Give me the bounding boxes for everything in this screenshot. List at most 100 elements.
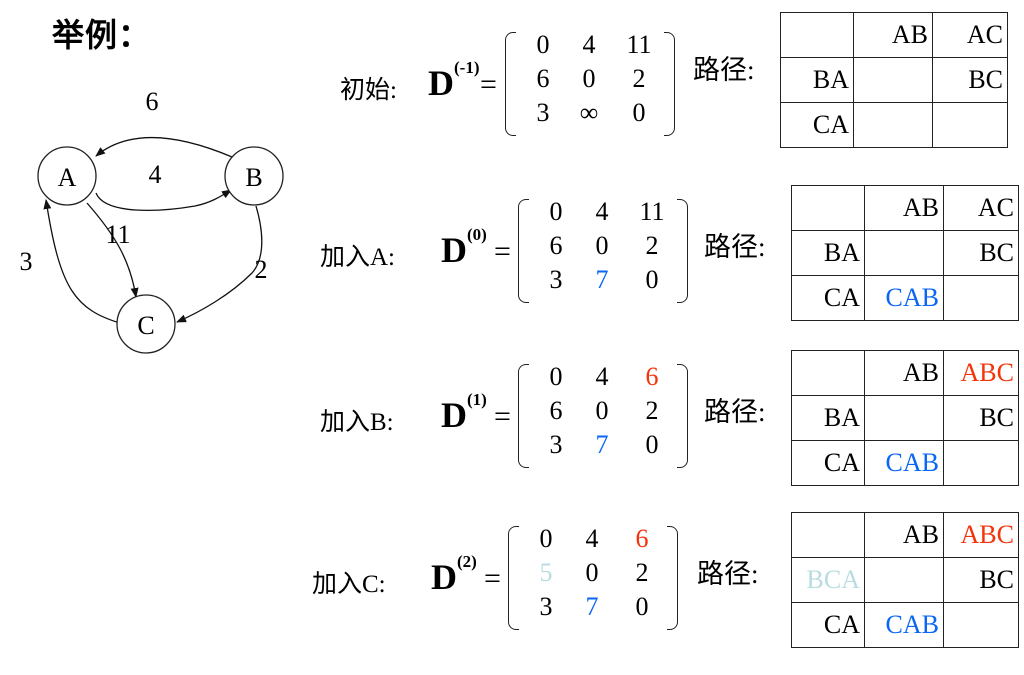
- path-cell-1-2: BC: [943, 557, 1019, 603]
- path-cell-2-1: CAB: [864, 602, 944, 648]
- weighted-digraph: A B C 6 4 11 3 2: [20, 87, 284, 354]
- node-label: A: [58, 163, 77, 192]
- path-cell-2-1: [853, 102, 933, 148]
- path-cell-0-1: AB: [864, 185, 944, 231]
- path-cell-1-0: BA: [791, 395, 865, 441]
- path-cell-2-0: CA: [791, 440, 865, 486]
- matrix-cell-2-1: 7: [595, 265, 609, 294]
- path-cell-1-0: BA: [780, 57, 854, 103]
- matrix-cell-2-1: ∞: [579, 98, 599, 127]
- path-cell-0-2: AC: [943, 185, 1019, 231]
- equals-sign: =: [480, 68, 497, 101]
- matrix-cell-1-1: 0: [595, 396, 609, 425]
- path-cell-2-2: [932, 102, 1008, 148]
- matrix-cell-0-2: 11: [639, 197, 665, 226]
- path-cell-1-1: [864, 230, 944, 276]
- step-label: 加入B:: [320, 409, 394, 436]
- matrix-superscript: (1): [467, 390, 487, 409]
- path-cell-0-0: [780, 12, 854, 58]
- matrix-cell-0-0: 0: [539, 524, 553, 553]
- matrix-cell-1-0: 6: [549, 231, 563, 260]
- matrix-cell-1-0: 6: [549, 396, 563, 425]
- path-table-row: CA: [780, 102, 1008, 148]
- path-cell-2-0: CA: [791, 602, 865, 648]
- step-label: 初始:: [340, 77, 397, 104]
- edge-weight-A-C: 11: [105, 220, 130, 249]
- path-cell-0-1: AB: [864, 512, 944, 558]
- path-cell-1-0: BA: [791, 230, 865, 276]
- path-label: 路径:: [704, 232, 766, 262]
- edge-A-C: [86, 202, 139, 298]
- left-bracket: [505, 32, 516, 136]
- matrix-cell-0-2: 11: [626, 30, 652, 59]
- edge-weight-C-A: 3: [20, 247, 33, 276]
- matrix-cell-1-1: 0: [595, 231, 609, 260]
- matrix-cell-0-0: 0: [549, 362, 563, 391]
- edge-weight-B-A: 6: [146, 87, 159, 116]
- matrix-cell-1-2: 2: [632, 64, 646, 93]
- step-label: 加入C:: [312, 571, 386, 598]
- matrix-symbol: D: [431, 557, 457, 597]
- matrix-symbol: D: [441, 395, 467, 435]
- node-B: B: [224, 146, 284, 206]
- matrix-cell-1-2: 2: [645, 231, 659, 260]
- path-table-row: BA BC: [791, 230, 1019, 276]
- matrix-cell-0-1: 4: [582, 30, 596, 59]
- path-cell-0-2: ABC: [943, 350, 1019, 396]
- matrix-superscript: (0): [467, 225, 487, 244]
- matrix-cell-2-0: 3: [549, 430, 563, 459]
- matrix-cell-2-2: 0: [645, 265, 659, 294]
- matrix-cell-1-2: 2: [635, 558, 649, 587]
- path-cell-2-2: [943, 602, 1019, 648]
- left-bracket: [518, 364, 529, 468]
- matrix-cell-1-1: 0: [585, 558, 599, 587]
- step-label: 加入A:: [320, 244, 396, 271]
- edge-B-C: [176, 205, 263, 323]
- node-A: A: [37, 146, 97, 206]
- edge-A-B: [95, 189, 232, 211]
- right-bracket: [667, 526, 678, 630]
- path-cell-1-2: BC: [943, 230, 1019, 276]
- path-cell-2-2: [943, 440, 1019, 486]
- distance-matrix-symbol: D(0): [441, 225, 487, 271]
- node-label: B: [245, 163, 262, 192]
- matrix-cell-1-0: 6: [536, 64, 550, 93]
- path-cell-1-0: BCA: [791, 557, 865, 603]
- node-label: C: [137, 311, 154, 340]
- edge-C-A: [43, 199, 124, 325]
- example-title: 举例：: [52, 16, 152, 54]
- path-cell-2-2: [943, 275, 1019, 321]
- path-label: 路径:: [704, 397, 766, 427]
- path-label: 路径:: [697, 559, 759, 589]
- node-C: C: [116, 294, 176, 354]
- distance-matrix-symbol: D(1): [441, 390, 487, 436]
- path-cell-2-0: CA: [791, 275, 865, 321]
- matrix-cell-0-0: 0: [549, 197, 563, 226]
- path-cell-1-1: [864, 395, 944, 441]
- right-bracket: [677, 364, 688, 468]
- right-bracket: [677, 199, 688, 303]
- matrix-symbol: D: [441, 230, 467, 270]
- matrix-cell-2-0: 3: [539, 592, 553, 621]
- path-cell-1-1: [853, 57, 933, 103]
- edge-weight-A-B: 4: [149, 160, 162, 189]
- distance-matrix-symbol: D(2): [431, 552, 477, 598]
- path-table-row: BCA BC: [791, 557, 1019, 603]
- right-bracket: [664, 32, 675, 136]
- matrix-cell-0-1: 4: [595, 197, 609, 226]
